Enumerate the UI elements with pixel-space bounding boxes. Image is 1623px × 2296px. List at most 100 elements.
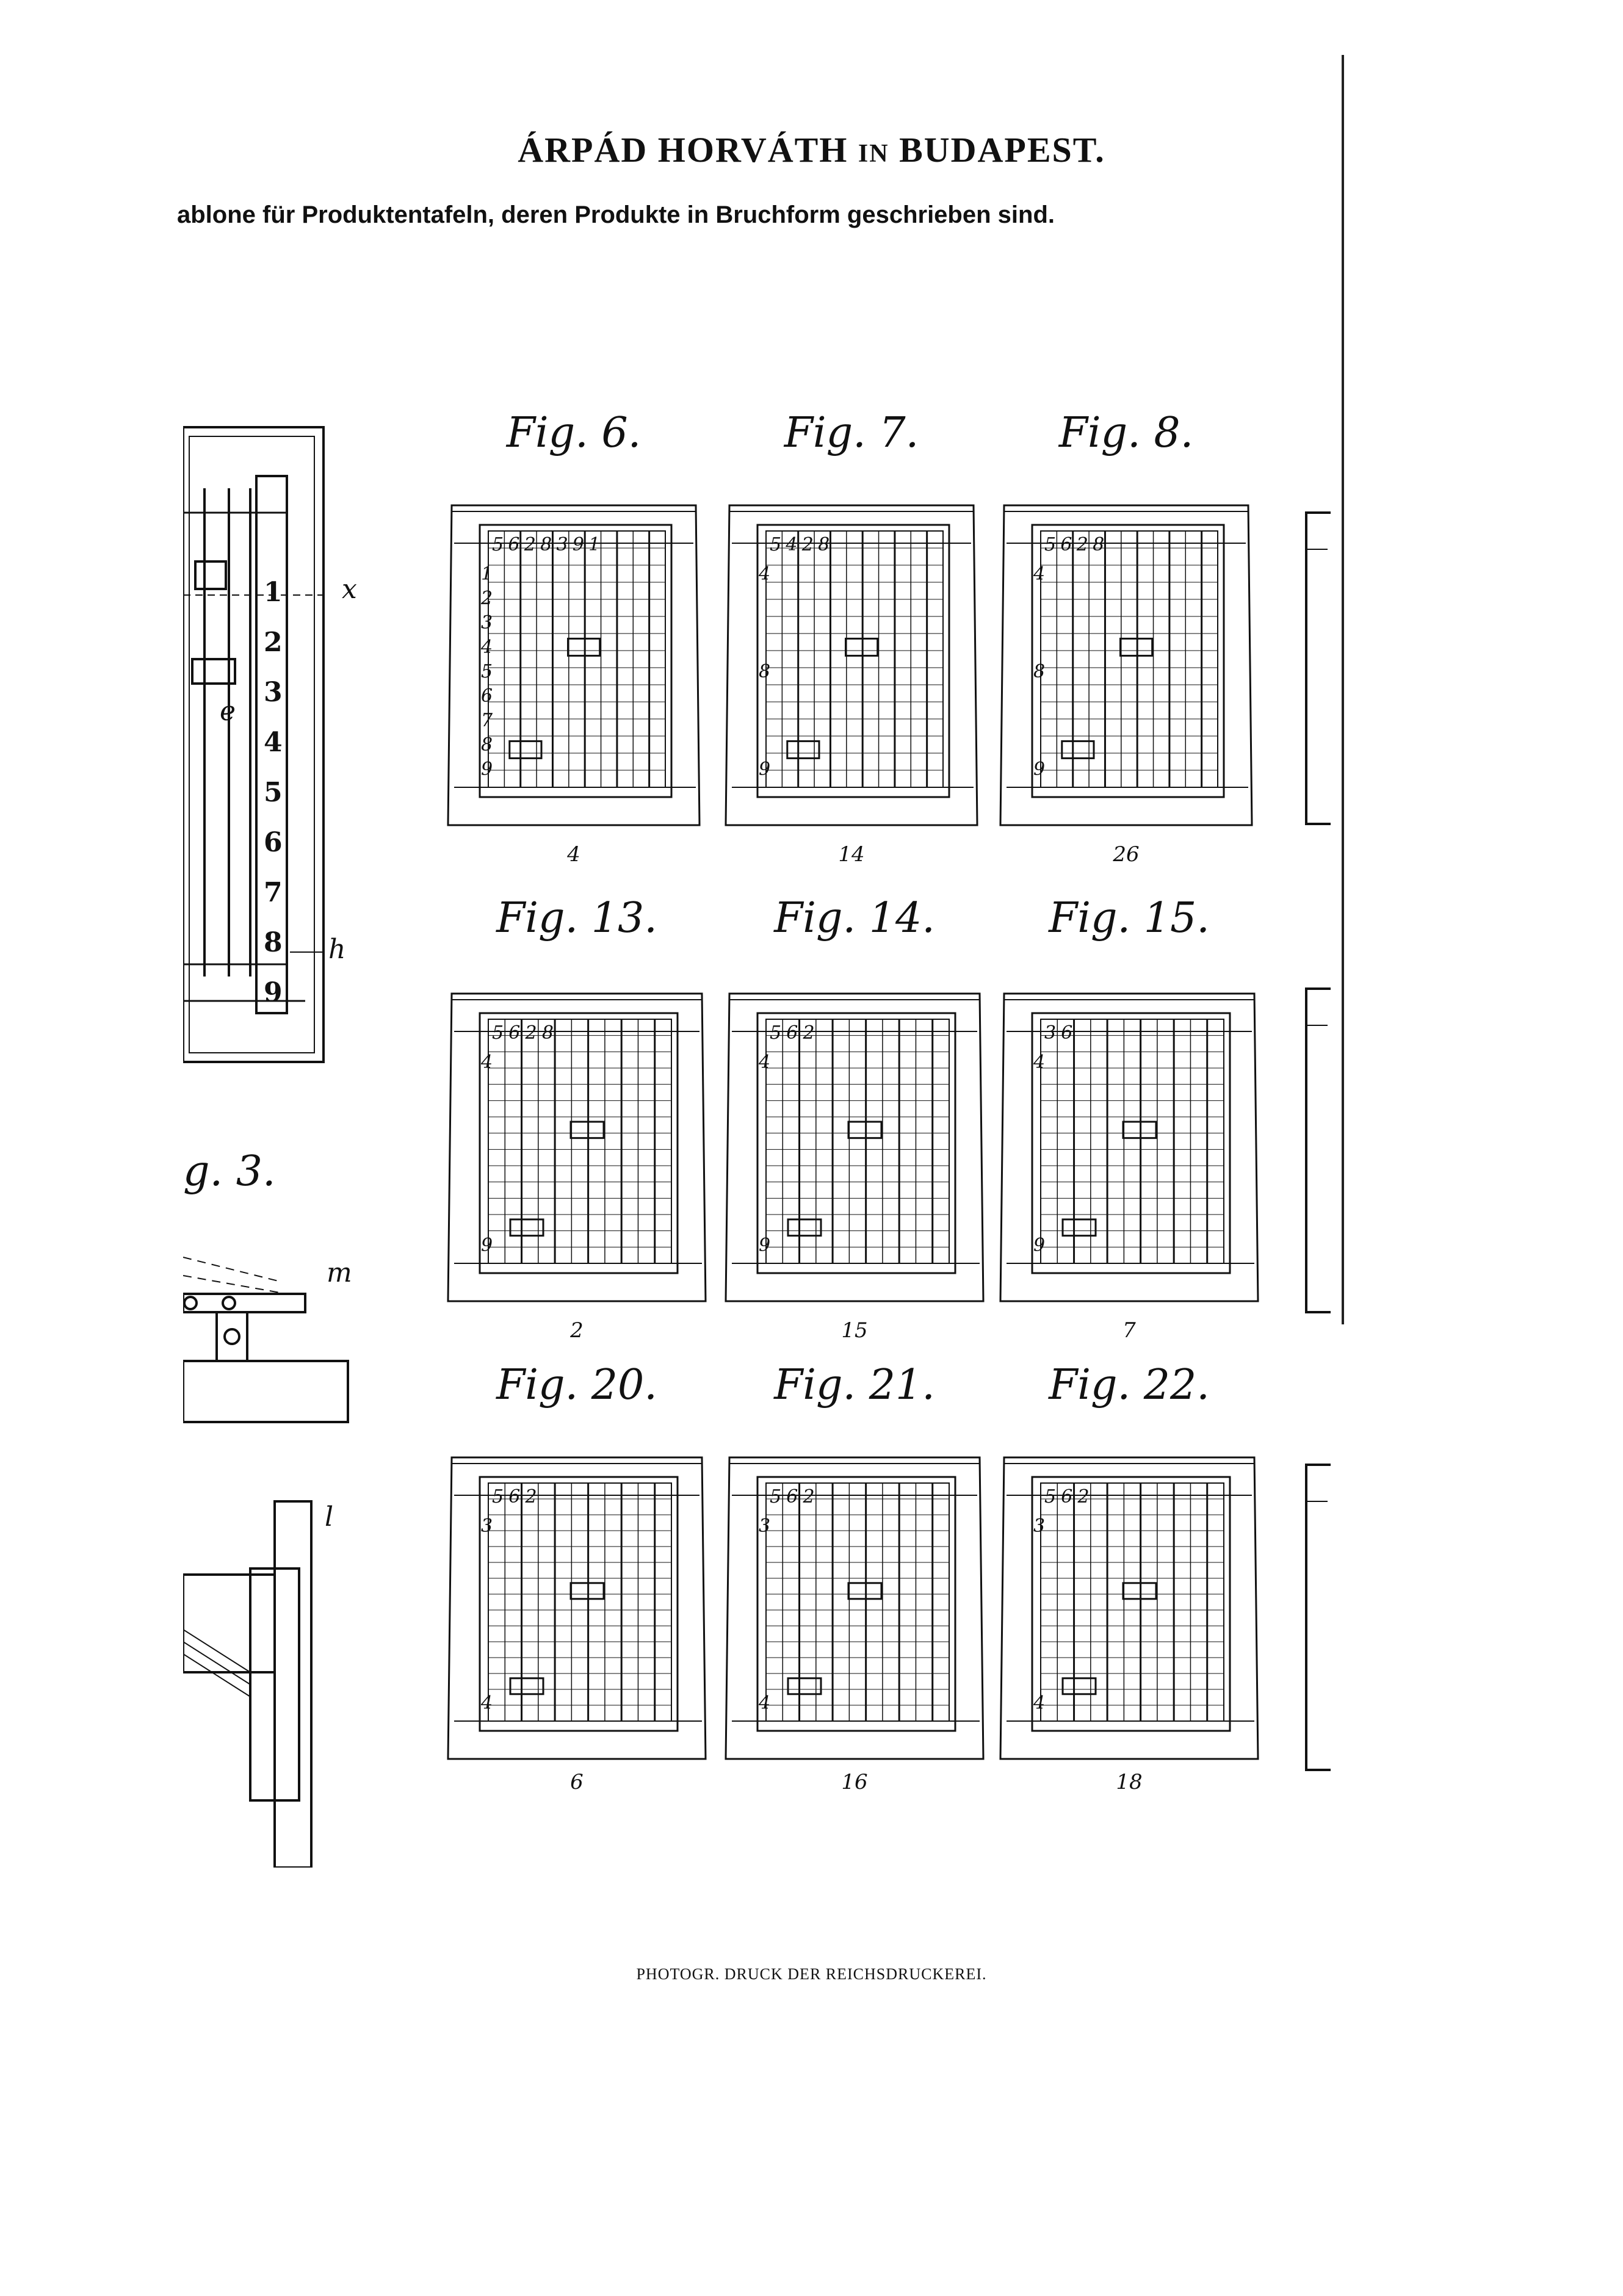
panel-top-digit: 2 (801, 534, 814, 555)
panel-side-digit: 7 (481, 710, 493, 731)
reference-letter-m: m (327, 1257, 352, 1288)
panel-side-digit: 8 (1033, 661, 1045, 682)
panel-side-digit: 3 (759, 1515, 770, 1537)
figure-number: 18 (1116, 1770, 1143, 1794)
panel-top-digit: 2 (525, 1486, 537, 1507)
scale-digit: 1 (264, 577, 283, 608)
panel-top-digit: 5 (770, 1486, 781, 1507)
figure-number: 2 (570, 1318, 584, 1343)
panel-side-digit: 4 (480, 1052, 493, 1073)
panel-side-digit: 9 (1033, 1235, 1045, 1256)
panel-side-digit: 4 (480, 1692, 493, 1714)
figure-number: 14 (838, 842, 865, 867)
page-title: ÁRPÁD HORVÁTH IN BUDAPEST. (0, 129, 1623, 170)
panel-side-digit: 4 (758, 1692, 770, 1714)
panel-top-digit: 6 (1061, 1486, 1072, 1507)
panel-top-digit: 2 (1077, 1486, 1090, 1507)
panel-side-digit: 4 (1033, 1052, 1045, 1073)
panel-top-digit: 6 (508, 534, 519, 555)
panel-top-digit: 6 (1061, 1022, 1072, 1044)
printer-imprint: PHOTOGR. DRUCK DER REICHSDRUCKEREI. (636, 1965, 987, 1983)
panel-top-digit: 6 (508, 1022, 520, 1044)
figure-label: Fig. 21. (774, 1361, 935, 1409)
panel-top-digit: 8 (818, 534, 830, 555)
panel-top-digit: 2 (803, 1022, 815, 1044)
panel-top-digit: 8 (1093, 534, 1104, 555)
panel-side-digit: 3 (1033, 1515, 1045, 1537)
scale-digit: 8 (264, 927, 283, 958)
panel-top-digit: 5 (492, 1022, 504, 1044)
scale-digit: 5 (264, 777, 283, 808)
reference-letter-x: x (342, 574, 357, 605)
inventor-city: BUDAPEST. (899, 130, 1105, 170)
panel-side-digit: 3 (481, 1515, 493, 1537)
panel-side-digit: 9 (759, 1235, 770, 1256)
panel-top-digit: 9 (573, 534, 584, 555)
panel-top-digit: 6 (508, 1486, 520, 1507)
panel-top-digit: 6 (786, 1486, 798, 1507)
panel-side-digit: 6 (481, 685, 493, 707)
panel-top-digit: 1 (588, 534, 600, 555)
panel-side-digit: 9 (759, 759, 770, 780)
figure-number: 15 (841, 1318, 868, 1343)
left-machine-drawing (183, 426, 349, 1868)
figure-number: 4 (567, 842, 580, 867)
figure-number: 16 (841, 1770, 868, 1794)
panel-top-digit: 2 (525, 1022, 537, 1044)
title-connector: IN (858, 140, 889, 168)
panel-top-digit: 3 (556, 534, 568, 555)
scale-digit: 4 (264, 727, 283, 758)
panel-side-digit: 4 (1033, 563, 1045, 585)
panel-top-digit: 6 (1060, 534, 1072, 555)
right-edge-partial-drawings (1305, 511, 1331, 1771)
patent-subtitle: ablone für Produktentafeln, deren Produk… (177, 201, 1055, 228)
panel-side-digit: 9 (481, 1235, 493, 1256)
panel-top-digit: 3 (1044, 1022, 1056, 1044)
figure-label: Fig. 8. (1058, 409, 1194, 457)
figure-label: Fig. 22. (1049, 1361, 1210, 1409)
panel-top-digit: 2 (803, 1486, 815, 1507)
figure-label: Fig. 13. (496, 894, 657, 942)
panel-side-digit: 5 (481, 661, 493, 682)
panel-side-digit: 9 (1033, 759, 1045, 780)
panel-top-digit: 6 (786, 1022, 798, 1044)
panel-side-digit: 4 (758, 1052, 770, 1073)
panel-top-digit: 5 (492, 1486, 504, 1507)
panel-top-digit: 5 (492, 534, 504, 555)
panel-top-digit: 5 (770, 1022, 781, 1044)
panel-top-digit: 5 (1044, 1486, 1056, 1507)
panel-side-digit: 4 (1033, 1692, 1045, 1714)
panel-top-digit: 5 (1044, 534, 1056, 555)
scale-digit: 7 (264, 877, 283, 908)
panel-side-digit: 4 (480, 637, 493, 658)
scale-digit: 2 (264, 627, 283, 658)
scale-digit-column: 1 2 3 4 5 6 7 8 9 (264, 577, 288, 1027)
panel-side-digit: 1 (481, 563, 493, 585)
panel-top-digit: 4 (785, 534, 797, 555)
figure-label: Fig. 20. (496, 1361, 657, 1409)
right-border-line (1342, 55, 1344, 1324)
panel-side-digit: 2 (480, 588, 493, 609)
panel-top-digit: 5 (770, 534, 781, 555)
figure-number: 26 (1113, 842, 1140, 867)
reference-letter-l: l (325, 1501, 334, 1532)
panel-side-digit: 8 (481, 734, 493, 756)
panel-side-digit: 3 (481, 612, 493, 634)
figure-number: 7 (1122, 1318, 1136, 1343)
panel-top-digit: 2 (524, 534, 536, 555)
figure-label: Fig. 14. (774, 894, 935, 942)
scale-digit: 3 (264, 677, 283, 708)
figure-number: 6 (570, 1770, 584, 1794)
panel-top-digit: 2 (1076, 534, 1088, 555)
figure-label: Fig. 6. (506, 409, 642, 457)
